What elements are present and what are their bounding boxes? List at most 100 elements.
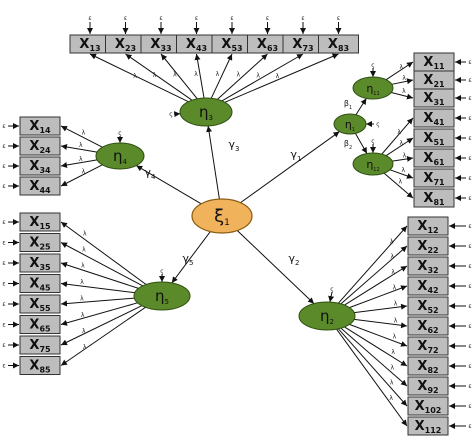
indicator-x12-error-label: ε bbox=[468, 223, 471, 230]
disturbance-label-eta3: ς bbox=[169, 111, 173, 118]
loading-x62 bbox=[354, 318, 408, 329]
indicator-x33-label: X33 bbox=[150, 37, 171, 53]
loading-x73 bbox=[221, 53, 304, 102]
indicator-x83-label: X83 bbox=[328, 37, 349, 53]
loading-x52 bbox=[354, 303, 408, 314]
loading-x82 bbox=[344, 326, 408, 367]
lambda-x102: λ bbox=[390, 380, 394, 387]
loading-x61 bbox=[392, 155, 414, 162]
indicator-x43-label: X43 bbox=[186, 37, 207, 53]
lambda-x35: λ bbox=[81, 262, 85, 269]
indicator-x92 bbox=[407, 376, 449, 396]
lambda-x31: λ bbox=[402, 88, 406, 95]
lambda-x11: λ bbox=[400, 64, 404, 71]
lambda-x15: λ bbox=[83, 231, 87, 238]
path-g5 bbox=[171, 231, 211, 284]
loading-x11 bbox=[385, 61, 414, 81]
exogenous-label: ξ1 bbox=[214, 206, 230, 228]
indicator-x65-label: X65 bbox=[29, 318, 51, 334]
path-g1 bbox=[240, 131, 340, 204]
lambda-x42: λ bbox=[393, 284, 397, 291]
indicator-x34 bbox=[19, 156, 61, 176]
indicator-x35-label: X35 bbox=[29, 256, 51, 272]
indicator-x51-error-label: ε bbox=[468, 135, 471, 142]
latent-label-eta11: η11 bbox=[366, 82, 379, 97]
indicator-x81 bbox=[413, 188, 455, 208]
gamma-g4: γ4 bbox=[145, 166, 157, 181]
indicator-x14 bbox=[19, 116, 61, 136]
indicator-x32-error-label: ε bbox=[468, 263, 471, 270]
indicator-x15-error-label: ε bbox=[2, 219, 5, 226]
latent-eta12 bbox=[352, 152, 394, 176]
loading-x72 bbox=[349, 323, 408, 347]
indicator-x34-error-label: ε bbox=[2, 163, 5, 170]
lambda-x32: λ bbox=[391, 269, 395, 276]
indicator-x44 bbox=[19, 176, 61, 196]
indicator-x44-label: X44 bbox=[29, 179, 51, 195]
lambda-x73: λ bbox=[256, 72, 260, 79]
loading-x33 bbox=[160, 53, 198, 100]
indicator-x35-error-label: ε bbox=[2, 260, 5, 267]
lambda-x12: λ bbox=[390, 238, 394, 245]
loading-x34 bbox=[60, 159, 98, 168]
lambda-x55: λ bbox=[80, 296, 84, 303]
indicator-x32-label: X32 bbox=[417, 259, 438, 275]
indicator-x82-label: X82 bbox=[417, 359, 438, 375]
loading-x43 bbox=[194, 53, 205, 99]
indicator-x72-error-label: ε bbox=[468, 343, 471, 350]
indicator-x72 bbox=[407, 336, 449, 356]
loading-x92 bbox=[340, 327, 408, 387]
loading-x42 bbox=[349, 285, 408, 309]
loading-x13 bbox=[89, 53, 189, 103]
indicator-x45-label: X45 bbox=[29, 277, 51, 293]
gamma-g3: γ3 bbox=[229, 138, 240, 153]
indicator-x14-label: X14 bbox=[29, 119, 51, 135]
indicator-x32 bbox=[407, 256, 449, 276]
indicator-x53-label: X53 bbox=[221, 37, 242, 53]
lambda-x61: λ bbox=[403, 153, 407, 160]
indicator-x41-error-label: ε bbox=[468, 115, 471, 122]
indicator-x25-label: X25 bbox=[29, 236, 51, 252]
loading-x25 bbox=[60, 242, 143, 287]
disturbance-label-eta4: ς bbox=[118, 130, 122, 137]
indicator-x82-error-label: ε bbox=[468, 363, 471, 370]
indicator-x24-label: X24 bbox=[29, 139, 51, 155]
indicator-x61-error-label: ε bbox=[468, 155, 471, 162]
indicator-x15 bbox=[19, 212, 61, 232]
loading-x55 bbox=[60, 297, 135, 307]
loading-x51 bbox=[385, 137, 414, 157]
indicator-x75 bbox=[19, 335, 61, 355]
indicator-x92-label: X92 bbox=[417, 379, 438, 395]
indicator-x14-error-label: ε bbox=[2, 123, 5, 130]
indicator-x83 bbox=[318, 34, 359, 54]
indicator-x71-label: X71 bbox=[423, 171, 445, 187]
loading-x35 bbox=[60, 262, 139, 289]
lambda-x75: λ bbox=[82, 328, 86, 335]
loading-x71 bbox=[389, 169, 414, 179]
loading-x12 bbox=[337, 225, 408, 304]
indicator-x52 bbox=[407, 296, 449, 316]
lambda-x14: λ bbox=[82, 130, 86, 137]
disturbance-label-eta2: ς bbox=[330, 286, 334, 293]
disturbance-label-eta1: ς bbox=[376, 121, 380, 128]
lambda-x53: λ bbox=[216, 71, 220, 78]
indicator-x112-error-label: ε bbox=[468, 423, 471, 430]
indicator-x112-label: X112 bbox=[415, 419, 442, 435]
indicator-x73-label: X73 bbox=[292, 37, 313, 53]
loading-x14 bbox=[60, 125, 103, 148]
lambda-x65: λ bbox=[81, 312, 85, 319]
indicator-x71-error-label: ε bbox=[468, 175, 471, 182]
indicator-x42 bbox=[407, 276, 449, 296]
indicator-x35 bbox=[19, 253, 61, 273]
latent-eta5 bbox=[133, 281, 191, 311]
indicator-x83-error-label: ε bbox=[337, 15, 340, 22]
loading-x85 bbox=[60, 306, 146, 366]
beta-2: β2 bbox=[344, 139, 352, 151]
loading-x45 bbox=[60, 281, 135, 294]
indicator-x52-error-label: ε bbox=[468, 303, 471, 310]
indicator-x63-error-label: ε bbox=[266, 15, 269, 22]
indicator-x11-label: X11 bbox=[423, 55, 445, 71]
loading-x53 bbox=[210, 53, 233, 99]
exogenous-xi1 bbox=[191, 198, 253, 234]
